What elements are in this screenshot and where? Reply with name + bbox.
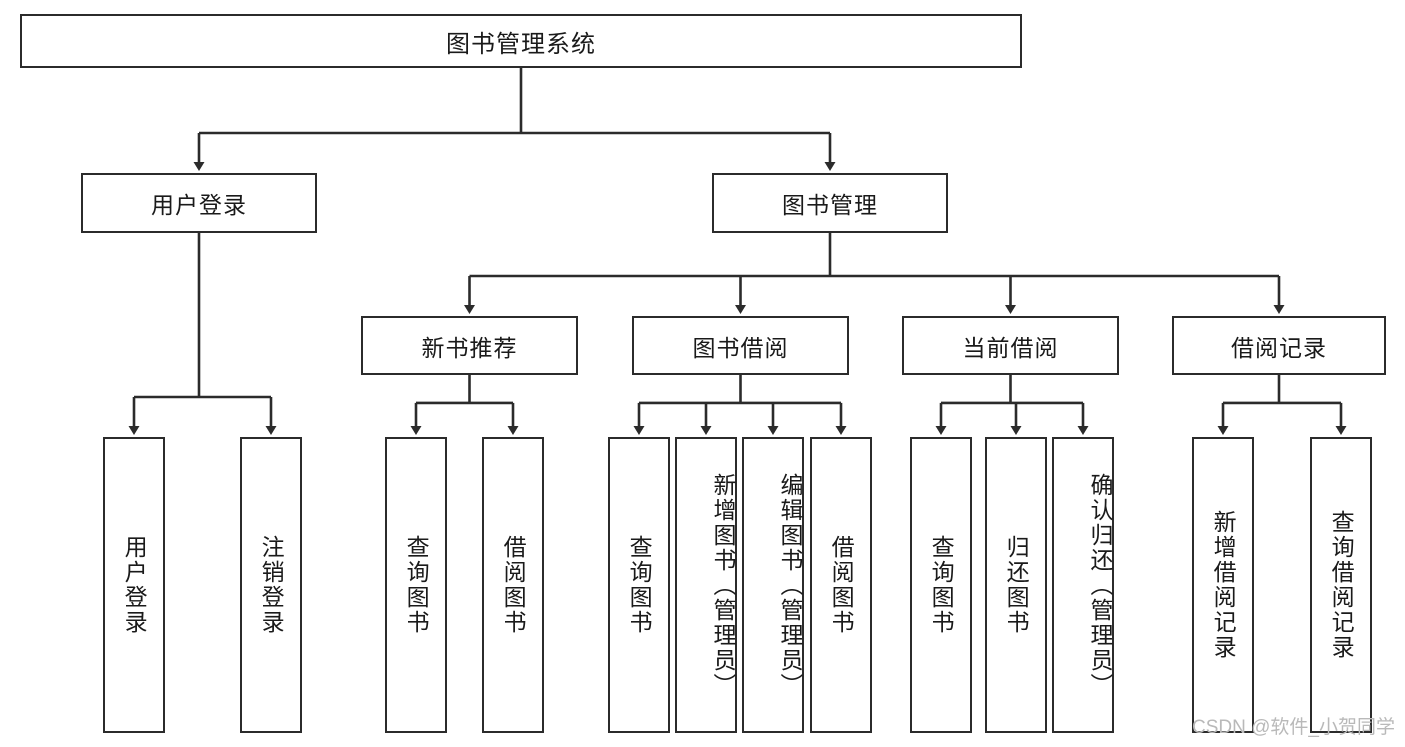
node-leaf-add-book-admin[interactable]: 新增图书（管理员） [675,437,737,733]
node-leaf-confirm-return-admin[interactable]: 确认归还（管理员） [1052,437,1114,733]
node-leaf-query-book-1[interactable]: 查询图书 [385,437,447,733]
node-current-borrow-label: 当前借阅 [962,334,1059,361]
node-leaf-query-borrow-record-label: 查询借阅记录 [1328,510,1355,660]
node-leaf-query-book-1-label: 查询图书 [403,535,430,635]
node-leaf-borrow-book-1[interactable]: 借阅图书 [482,437,544,733]
node-leaf-return-book[interactable]: 归还图书 [985,437,1047,733]
node-book-borrow-label: 图书借阅 [692,334,789,361]
node-current-borrow[interactable]: 当前借阅 [902,316,1119,375]
node-leaf-query-borrow-record[interactable]: 查询借阅记录 [1310,437,1372,733]
node-leaf-query-book-3[interactable]: 查询图书 [910,437,972,733]
node-leaf-query-book-2-label: 查询图书 [626,535,653,635]
node-leaf-add-book-admin-label: 新增图书（管理员） [710,472,736,698]
node-book-manage-label: 图书管理 [782,192,878,218]
node-leaf-edit-book-admin-label: 编辑图书（管理员） [777,472,803,698]
node-book-manage[interactable]: 图书管理 [712,173,948,233]
node-leaf-borrow-book-2-label: 借阅图书 [828,535,855,635]
node-borrow-record-label: 借阅记录 [1231,334,1327,361]
node-new-book-rec[interactable]: 新书推荐 [361,316,578,375]
node-leaf-user-login-label: 用户登录 [121,535,148,635]
node-root[interactable]: 图书管理系统 [20,14,1022,68]
node-user-login[interactable]: 用户登录 [81,173,317,233]
node-leaf-logout-label: 注销登录 [258,535,285,635]
node-leaf-edit-book-admin[interactable]: 编辑图书（管理员） [742,437,804,733]
node-leaf-query-book-2[interactable]: 查询图书 [608,437,670,733]
node-leaf-borrow-book-1-label: 借阅图书 [500,535,527,635]
node-borrow-record[interactable]: 借阅记录 [1172,316,1386,375]
node-user-login-label: 用户登录 [151,192,247,218]
node-new-book-rec-label: 新书推荐 [421,334,518,361]
node-leaf-query-book-3-label: 查询图书 [928,535,955,635]
node-leaf-return-book-label: 归还图书 [1003,535,1030,635]
node-leaf-add-borrow-record[interactable]: 新增借阅记录 [1192,437,1254,733]
node-leaf-borrow-book-2[interactable]: 借阅图书 [810,437,872,733]
node-leaf-confirm-return-admin-label: 确认归还（管理员） [1087,472,1113,698]
node-leaf-add-borrow-record-label: 新增借阅记录 [1210,510,1237,660]
node-leaf-logout[interactable]: 注销登录 [240,437,302,733]
node-leaf-user-login[interactable]: 用户登录 [103,437,165,733]
node-root-label: 图书管理系统 [446,30,596,58]
node-book-borrow[interactable]: 图书借阅 [632,316,849,375]
